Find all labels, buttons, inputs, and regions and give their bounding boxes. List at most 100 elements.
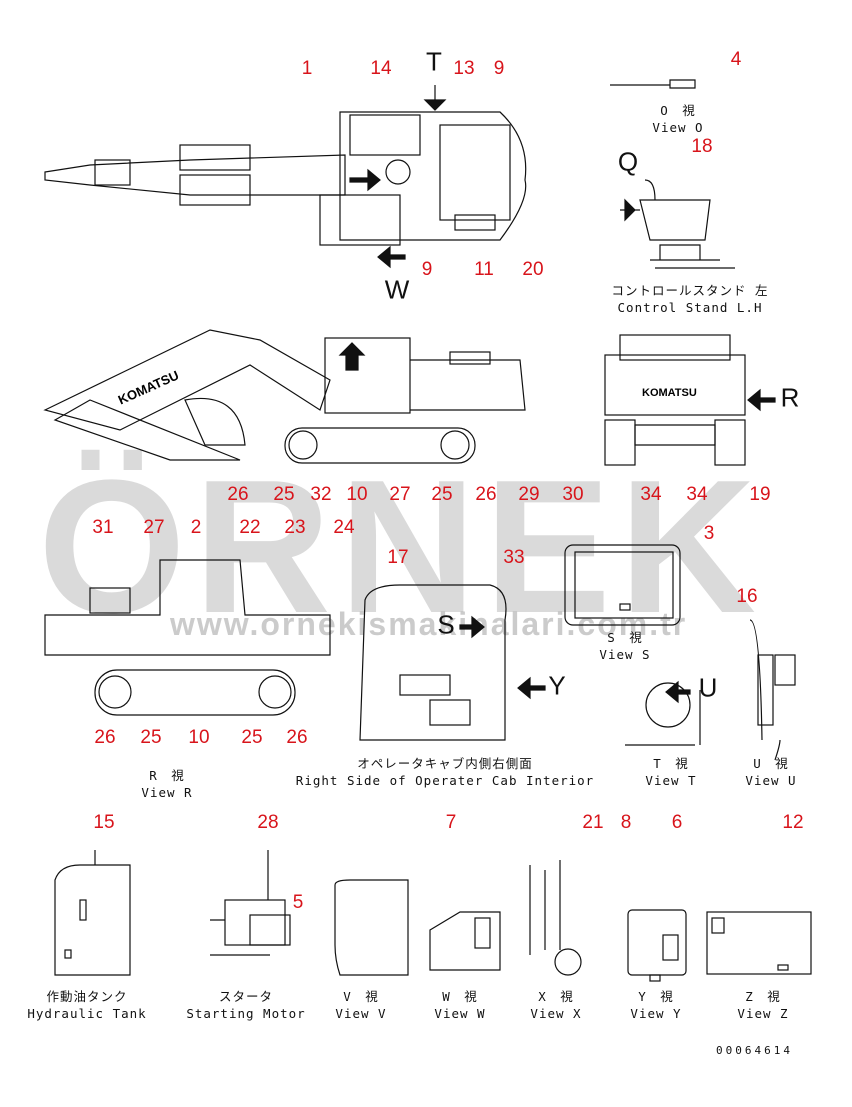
callout-23: 23 bbox=[284, 517, 306, 538]
callout-29: 29 bbox=[518, 484, 540, 505]
callout-18: 18 bbox=[691, 136, 713, 157]
callout-12: 12 bbox=[782, 812, 804, 833]
view-letter-t: T bbox=[426, 46, 442, 77]
caption-en: View Z bbox=[737, 1006, 789, 1021]
callout-25: 25 bbox=[273, 484, 295, 505]
starting-motor-drawing bbox=[210, 850, 291, 956]
view-w-drawing bbox=[429, 911, 501, 971]
callout-1: 1 bbox=[301, 58, 313, 79]
callout-25: 25 bbox=[140, 727, 162, 748]
callout-10: 10 bbox=[346, 484, 368, 505]
callout-33: 33 bbox=[503, 547, 525, 568]
view-z-drawing bbox=[706, 911, 812, 975]
callout-28: 28 bbox=[257, 812, 279, 833]
callout-22: 22 bbox=[239, 517, 261, 538]
view-y-drawing bbox=[627, 909, 687, 982]
view-letter-w: W bbox=[384, 274, 410, 305]
caption-en: Hydraulic Tank bbox=[27, 1006, 147, 1021]
caption-view-y: Y 視 View Y bbox=[630, 988, 681, 1022]
caption-view-x: X 視 View X bbox=[530, 988, 581, 1022]
caption-en: View S bbox=[599, 647, 651, 662]
cab-interior-view bbox=[359, 584, 546, 741]
caption-en: View R bbox=[141, 785, 193, 800]
caption-jp: 作動油タンク bbox=[46, 989, 128, 1004]
watermark: ÖRNEK bbox=[38, 441, 765, 653]
caption-jp: Y 視 bbox=[638, 989, 674, 1004]
callout-26: 26 bbox=[227, 484, 249, 505]
caption-en: Right Side of Operater Cab Interior bbox=[295, 773, 595, 788]
caption-hydraulic-tank: 作動油タンク Hydraulic Tank bbox=[27, 988, 146, 1022]
callout-26: 26 bbox=[94, 727, 116, 748]
view-letter-u: U bbox=[698, 672, 718, 703]
callout-4: 4 bbox=[730, 49, 742, 70]
caption-en: View W bbox=[434, 1006, 486, 1021]
control-stand bbox=[620, 179, 735, 269]
callout-31: 31 bbox=[92, 517, 114, 538]
callout-6: 6 bbox=[671, 812, 683, 833]
caption-jp: W 視 bbox=[442, 989, 478, 1004]
callout-21: 21 bbox=[582, 812, 604, 833]
caption-en: Control Stand L.H bbox=[617, 300, 763, 315]
callout-13: 13 bbox=[453, 58, 475, 79]
caption-en: View Y bbox=[630, 1006, 682, 1021]
window-view-s bbox=[564, 544, 681, 626]
caption-en: View X bbox=[530, 1006, 582, 1021]
view-letter-q: Q bbox=[617, 146, 639, 177]
caption-view-w: W 視 View W bbox=[434, 988, 485, 1022]
caption-view-t: T 視 View T bbox=[645, 755, 696, 789]
caption-view-u: U 視 View U bbox=[745, 755, 796, 789]
callout-14: 14 bbox=[370, 58, 392, 79]
brand-logo-rear: KOMATSU bbox=[642, 387, 697, 399]
caption-jp: コントロールスタンド 左 bbox=[611, 283, 769, 298]
caption-jp: Z 視 bbox=[745, 989, 781, 1004]
callout-32: 32 bbox=[310, 484, 332, 505]
caption-jp: R 視 bbox=[149, 768, 185, 783]
callout-26: 26 bbox=[286, 727, 308, 748]
caption-jp: S 視 bbox=[607, 630, 643, 645]
hydraulic-tank-drawing bbox=[54, 850, 131, 976]
view-letter-y: Y bbox=[548, 670, 566, 701]
callout-16: 16 bbox=[736, 586, 758, 607]
caption-jp: V 視 bbox=[343, 989, 379, 1004]
callout-24: 24 bbox=[333, 517, 355, 538]
caption-cab-interior: オペレータキャブ内側右側面 Right Side of Operater Cab … bbox=[296, 755, 594, 789]
callout-7: 7 bbox=[445, 812, 457, 833]
callout-25: 25 bbox=[431, 484, 453, 505]
excavator-view-r bbox=[44, 559, 331, 716]
view-t-drawing bbox=[625, 680, 701, 746]
caption-en: View T bbox=[645, 773, 697, 788]
callout-17: 17 bbox=[387, 547, 409, 568]
callout-9: 9 bbox=[421, 259, 433, 280]
callout-8: 8 bbox=[620, 812, 632, 833]
callout-30: 30 bbox=[562, 484, 584, 505]
caption-control-stand: コントロールスタンド 左 Control Stand L.H bbox=[611, 282, 768, 316]
excavator-rear-view bbox=[604, 334, 776, 466]
caption-view-r: R 視 View R bbox=[141, 767, 192, 801]
caption-view-z: Z 視 View Z bbox=[737, 988, 788, 1022]
view-v-drawing bbox=[334, 879, 409, 976]
view-letter-s: S bbox=[437, 609, 455, 640]
drawing-number: 00064614 bbox=[716, 1044, 793, 1057]
callout-34: 34 bbox=[686, 484, 708, 505]
caption-jp: オペレータキャブ内側右側面 bbox=[357, 756, 533, 771]
callout-20: 20 bbox=[522, 259, 544, 280]
callout-2: 2 bbox=[190, 517, 202, 538]
caption-jp: X 視 bbox=[538, 989, 574, 1004]
caption-en: View U bbox=[745, 773, 797, 788]
caption-jp: U 視 bbox=[753, 756, 789, 771]
watermark-url: www.ornekismakinalari.com.tr bbox=[170, 606, 688, 642]
caption-jp: T 視 bbox=[653, 756, 689, 771]
callout-9: 9 bbox=[493, 58, 505, 79]
callout-27: 27 bbox=[389, 484, 411, 505]
excavator-side-view bbox=[43, 329, 526, 464]
caption-en: Starting Motor bbox=[186, 1006, 306, 1021]
callout-27: 27 bbox=[143, 517, 165, 538]
control-lever-view-o bbox=[610, 79, 696, 89]
view-letter-r: R bbox=[780, 382, 800, 413]
callout-25: 25 bbox=[241, 727, 263, 748]
